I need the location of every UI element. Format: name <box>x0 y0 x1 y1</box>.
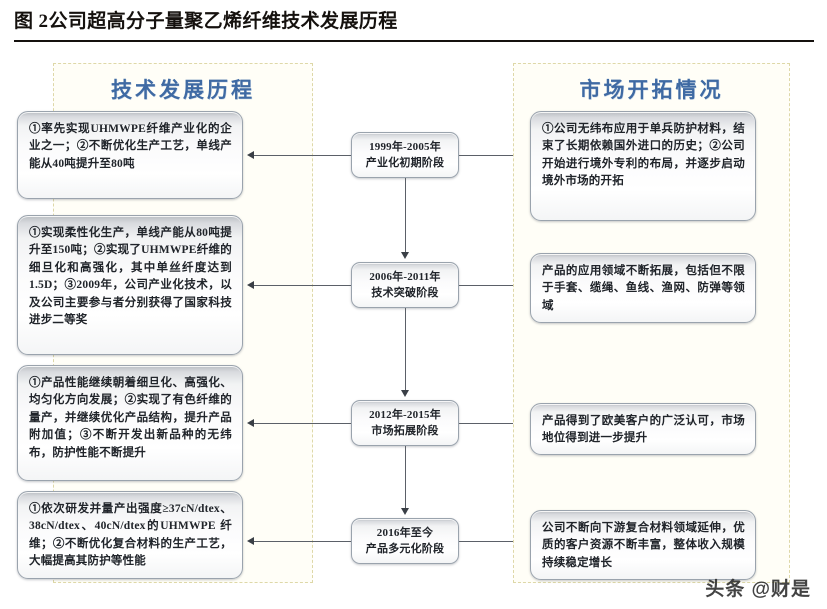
right-arrow-line-1 <box>459 155 560 156</box>
right-box-1[interactable]: ①公司无纬布应用于单兵防护材料，结束了长期依赖国外进口的历史；②公司开始进行境外… <box>530 111 756 221</box>
watermark: 头条 @财是 <box>705 579 811 600</box>
left-box-3-text: ①产品性能继续朝着细旦化、高强化、均匀化方向发展；②实现了有色纤维的量产，并继续… <box>29 377 232 459</box>
right-panel-header: 市场开拓情况 <box>579 78 724 102</box>
right-box-4-text: 公司不断向下游复合材料领域延伸，优质的客户资源不断丰富，整体收入规模持续稳定增长 <box>542 522 745 569</box>
timeline-stage-4-text: 2016年至今产品多元化阶段 <box>362 525 448 558</box>
left-box-2-text: ①实现柔性化生产，单线产能从80吨提升至150吨；②实现了UHMWPE纤维的细旦… <box>29 227 232 327</box>
page-title: 图 2公司超高分子量聚乙烯纤维技术发展历程 <box>14 11 398 32</box>
timeline-connector-3-4-arrow <box>401 508 409 515</box>
timeline-stage-4-period: 2016年至今 <box>376 526 434 539</box>
timeline-stage-4[interactable]: 2016年至今产品多元化阶段 <box>351 518 459 564</box>
left-box-4-text: ①依次研发并量产出强度≥37cN/dtex、38cN/dtex、40cN/dte… <box>29 503 232 568</box>
left-arrow-line-4 <box>251 541 351 542</box>
timeline-stage-2[interactable]: 2006年-2011年技术突破阶段 <box>351 262 459 308</box>
timeline-stage-1-text: 1999年-2005年产业化初期阶段 <box>362 139 448 172</box>
timeline-connector-2-3-arrow <box>401 390 409 397</box>
left-panel-header: 技术发展历程 <box>111 78 255 102</box>
timeline-connector-1-2-arrow <box>401 252 409 259</box>
left-box-1-text: ①率先实现UHMWPE纤维产业化的企业之一；②不断优化生产工艺，单线产能从40吨… <box>29 123 232 170</box>
timeline-stage-4-name: 产品多元化阶段 <box>365 543 445 555</box>
right-arrow-line-4 <box>459 541 560 542</box>
right-box-2-text: 产品的应用领域不断拓展，包括但不限于手套、缆绳、鱼线、渔网、防弹等领域 <box>542 265 745 312</box>
timeline-connector-3-4 <box>405 446 406 511</box>
left-arrow-head-3 <box>247 419 254 427</box>
left-box-2[interactable]: ①实现柔性化生产，单线产能从80吨提升至150吨；②实现了UHMWPE纤维的细旦… <box>17 215 243 355</box>
timeline-connector-2-3 <box>405 308 406 393</box>
title-divider <box>14 40 814 42</box>
timeline-stage-1-period: 1999年-2005年 <box>369 140 441 153</box>
left-arrow-line-3 <box>251 423 351 424</box>
left-arrow-head-1 <box>247 151 254 159</box>
timeline-stage-2-period: 2006年-2011年 <box>369 270 441 283</box>
timeline-stage-1[interactable]: 1999年-2005年产业化初期阶段 <box>351 132 459 178</box>
figure-title-bar: 图 2公司超高分子量聚乙烯纤维技术发展历程 <box>0 0 827 48</box>
timeline-stage-3-period: 2012年-2015年 <box>369 408 441 421</box>
timeline-stage-3[interactable]: 2012年-2015年市场拓展阶段 <box>351 400 459 446</box>
flow-diagram: 技术发展历程 ①率先实现UHMWPE纤维产业化的企业之一；②不断优化生产工艺，单… <box>0 48 827 609</box>
timeline-connector-1-2 <box>405 178 406 255</box>
left-box-1[interactable]: ①率先实现UHMWPE纤维产业化的企业之一；②不断优化生产工艺，单线产能从40吨… <box>17 111 243 199</box>
timeline-stage-2-text: 2006年-2011年技术突破阶段 <box>365 269 444 302</box>
timeline-stage-3-name: 市场拓展阶段 <box>371 425 439 437</box>
left-arrow-head-4 <box>247 537 254 545</box>
right-box-2[interactable]: 产品的应用领域不断拓展，包括但不限于手套、缆绳、鱼线、渔网、防弹等领域 <box>530 253 756 323</box>
right-box-3-text: 产品得到了欧美客户的广泛认可，市场地位得到进一步提升 <box>542 415 745 445</box>
right-box-3[interactable]: 产品得到了欧美客户的广泛认可，市场地位得到进一步提升 <box>530 403 756 455</box>
right-box-4[interactable]: 公司不断向下游复合材料领域延伸，优质的客户资源不断丰富，整体收入规模持续稳定增长 <box>530 510 756 580</box>
right-arrow-line-3 <box>459 423 560 424</box>
timeline-stage-1-name: 产业化初期阶段 <box>365 157 445 169</box>
left-arrow-line-1 <box>251 155 351 156</box>
timeline-stage-3-text: 2012年-2015年市场拓展阶段 <box>365 407 445 440</box>
timeline-stage-2-name: 技术突破阶段 <box>371 287 439 299</box>
right-arrow-line-2 <box>459 285 560 286</box>
left-box-4[interactable]: ①依次研发并量产出强度≥37cN/dtex、38cN/dtex、40cN/dte… <box>17 491 243 579</box>
left-box-3[interactable]: ①产品性能继续朝着细旦化、高强化、均匀化方向发展；②实现了有色纤维的量产，并继续… <box>17 365 243 481</box>
right-box-1-text: ①公司无纬布应用于单兵防护材料，结束了长期依赖国外进口的历史；②公司开始进行境外… <box>542 123 745 188</box>
left-arrow-line-2 <box>251 285 351 286</box>
left-arrow-head-2 <box>247 281 254 289</box>
